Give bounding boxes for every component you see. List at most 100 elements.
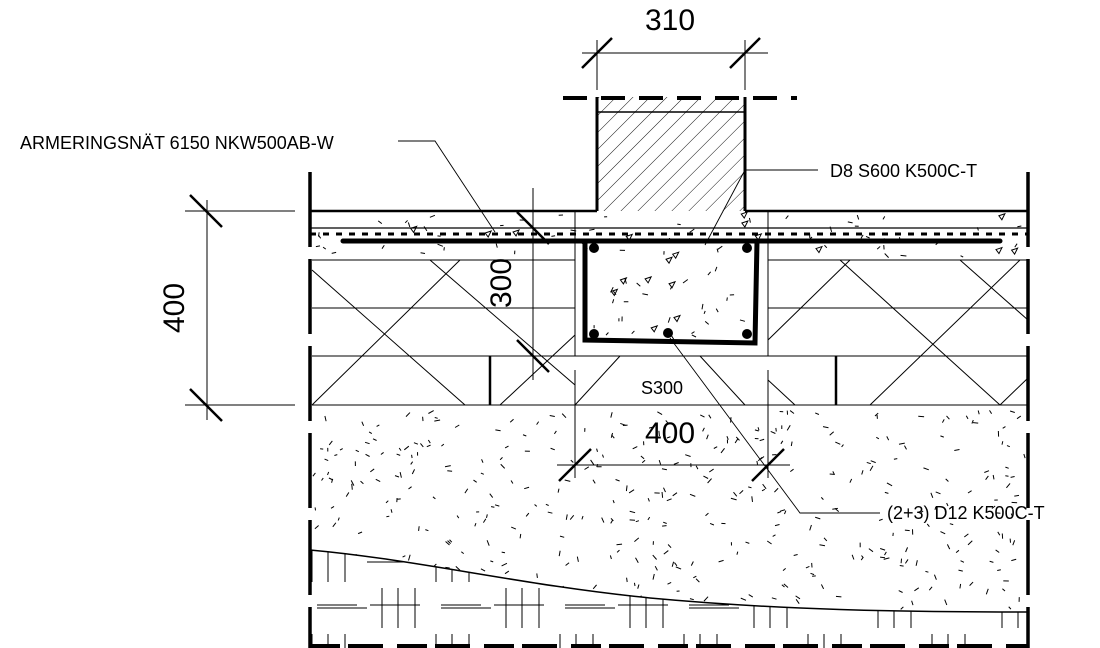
aggregate-mark	[605, 332, 609, 336]
aggregate-mark	[480, 472, 484, 475]
aggregate-mark	[730, 497, 737, 501]
aggregate-mark	[685, 454, 691, 457]
aggregate-mark	[576, 556, 579, 562]
aggregate-mark	[1001, 441, 1004, 445]
aggregate-mark	[480, 568, 486, 572]
aggregate-mark	[396, 453, 401, 456]
aggregate-mark	[345, 492, 350, 497]
aggregate-mark	[657, 411, 663, 416]
aggregate-mark	[819, 544, 826, 547]
dimension-lines	[185, 37, 790, 482]
aggregate-mark	[650, 605, 655, 608]
aggregate-mark	[626, 577, 628, 583]
aggregate-mark	[707, 271, 712, 276]
aggregate-mark	[707, 478, 712, 484]
aggregate-mark	[444, 465, 451, 468]
aggregate-mark	[667, 581, 672, 585]
aggregate-mark	[898, 590, 903, 593]
aggregate-mark	[739, 489, 744, 495]
aggregate-mark	[884, 253, 889, 258]
aggregate-mark	[398, 447, 402, 451]
aggregate-mark	[946, 544, 951, 550]
aggregate-mark	[495, 429, 501, 432]
aggregate-mark	[460, 551, 465, 554]
aggregate-mark	[663, 550, 669, 555]
aggregate-mark	[1010, 513, 1014, 518]
aggregate-mark	[1008, 606, 1012, 610]
aggregate-mark	[751, 496, 753, 502]
aggregate-mark	[399, 472, 402, 478]
dim-beam-width: 400	[645, 417, 695, 450]
aggregate-mark	[611, 434, 615, 439]
aggregate-mark	[992, 474, 995, 480]
aggregate-mark	[695, 465, 699, 470]
leader-lines	[398, 140, 880, 514]
aggregate-mark	[865, 235, 870, 239]
aggregate-mark	[923, 467, 929, 471]
aggregate-mark	[784, 510, 787, 515]
aggregate-mark	[427, 439, 431, 444]
aggregate-mark	[689, 493, 696, 497]
aggregate-mark	[330, 505, 335, 509]
aggregate-mark	[918, 415, 925, 418]
aggregate-mark	[672, 492, 678, 497]
aggregate-mark	[482, 518, 487, 523]
aggregate-mark	[484, 230, 493, 238]
aggregate-mark	[315, 605, 319, 610]
aggregate-mark	[822, 426, 829, 429]
aggregate-mark	[559, 535, 565, 538]
aggregate-mark	[501, 562, 508, 567]
aggregate-mark	[991, 505, 996, 509]
aggregate-mark	[369, 585, 374, 588]
aggregate-mark	[689, 228, 695, 233]
aggregate-mark	[782, 567, 786, 571]
aggregate-mark	[410, 461, 414, 465]
aggregate-mark	[494, 504, 500, 507]
aggregate-mark	[781, 584, 785, 588]
aggregate-mark	[709, 468, 714, 473]
aggregate-mark	[786, 424, 791, 431]
label-stirrup: D8 S600 K500C-T	[830, 161, 977, 181]
aggregate-mark	[337, 517, 340, 521]
aggregate-mark	[900, 606, 904, 610]
aggregate-mark	[332, 522, 337, 528]
aggregate-mark	[536, 421, 540, 425]
aggregate-mark	[757, 427, 760, 431]
aggregate-mark	[632, 446, 638, 450]
aggregate-mark	[1023, 453, 1026, 459]
aggregate-mark	[977, 410, 980, 415]
aggregate-mark	[510, 480, 514, 484]
aggregate-mark	[940, 435, 944, 438]
aggregate-mark	[682, 279, 689, 284]
aggregate-mark	[748, 594, 754, 598]
aggregate-mark	[954, 448, 960, 451]
aggregate-mark	[706, 434, 709, 440]
aggregate-mark	[832, 471, 836, 476]
aggregate-mark	[620, 422, 626, 426]
aggregate-mark	[718, 559, 724, 563]
aggregate-mark	[780, 509, 786, 512]
aggregate-mark	[634, 537, 640, 542]
aggregate-mark	[569, 514, 575, 520]
aggregate-mark	[998, 212, 1006, 221]
aggregate-mark	[995, 246, 1003, 255]
aggregate-mark	[739, 319, 746, 322]
aggregate-mark	[385, 500, 389, 504]
aggregate-mark	[314, 525, 319, 530]
aggregate-mark	[541, 592, 546, 596]
aggregate-mark	[464, 488, 469, 494]
aggregate-mark	[823, 537, 828, 542]
aggregate-mark	[703, 596, 709, 602]
soil-hatch	[311, 550, 1028, 648]
aggregate-mark	[637, 584, 640, 589]
aggregate-mark	[963, 533, 969, 538]
aggregate-mark	[629, 510, 636, 514]
aggregate-mark	[972, 422, 979, 424]
aggregate-mark	[934, 506, 937, 510]
aggregate-mark	[665, 256, 674, 265]
aggregate-mark	[671, 251, 680, 260]
aggregate-mark	[551, 235, 556, 237]
dim-wall-width: 310	[645, 4, 695, 37]
aggregate-mark	[997, 569, 1001, 571]
aggregate-mark	[985, 475, 989, 480]
